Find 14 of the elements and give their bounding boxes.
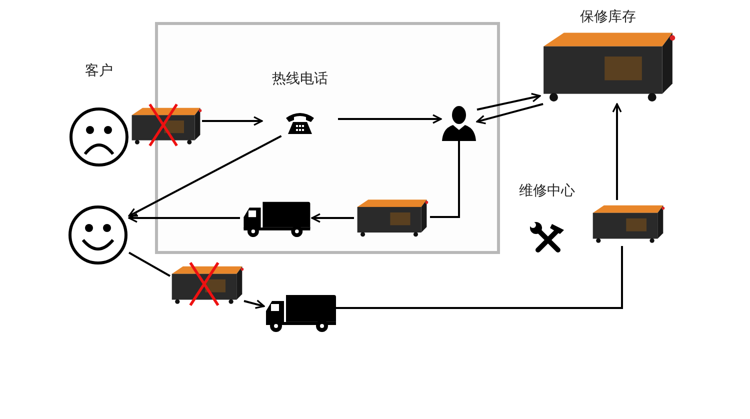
node-label: 保修库存 <box>580 8 636 26</box>
arrow <box>612 103 622 200</box>
node-label: 客户 <box>85 62 113 80</box>
boundary-frame <box>155 22 500 254</box>
arrow <box>338 114 442 124</box>
arrow <box>202 116 263 126</box>
node-label: 热线电话 <box>272 70 328 88</box>
arrow <box>476 103 544 124</box>
arrow <box>244 300 265 309</box>
arrow <box>128 135 282 217</box>
arrow <box>311 213 354 223</box>
arrow <box>476 92 541 111</box>
node-label: 维修中心 <box>519 182 575 200</box>
arrow <box>128 213 240 223</box>
